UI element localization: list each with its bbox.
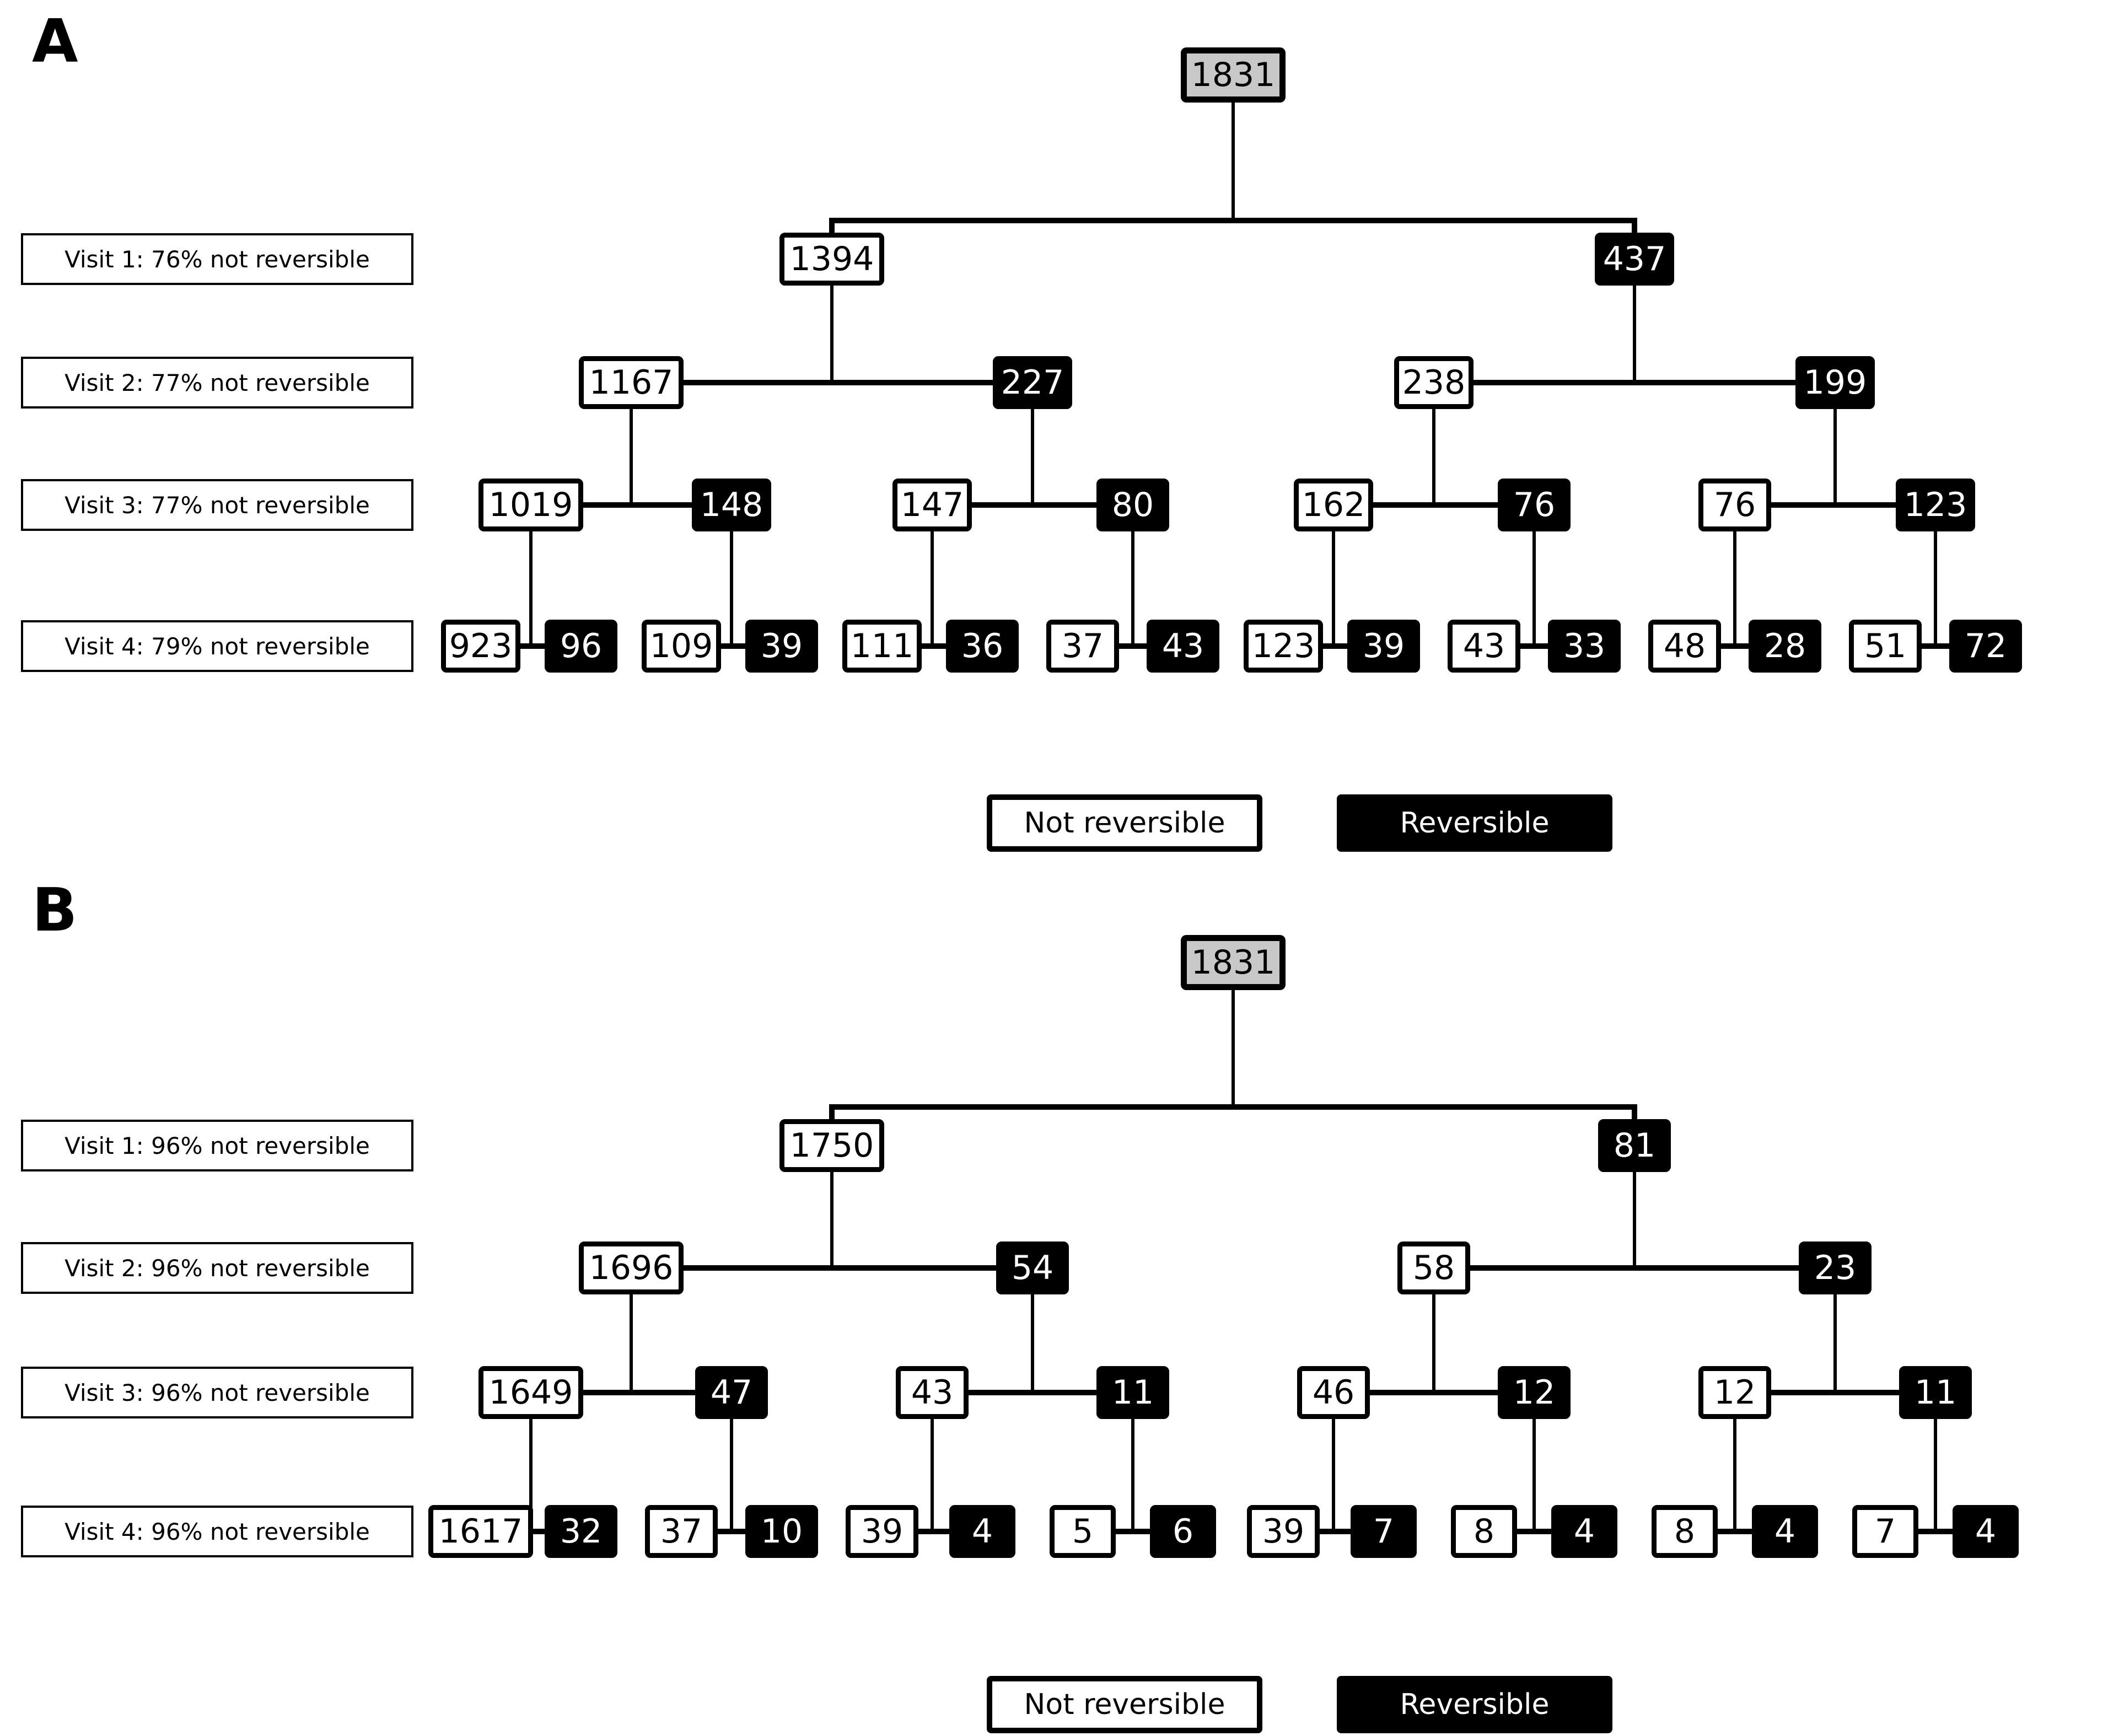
panel-a-visit4-node-7: 43 [1147,620,1219,673]
panel-b-visit3-node-1: 47 [695,1366,768,1419]
panel-b-visit4-node-15: 4 [1953,1505,2019,1558]
panel-a-visit4-node-8: 123 [1244,620,1323,673]
panel-a-visit4-node-15: 72 [1949,620,2022,673]
panel-a-visit4-node-10: 43 [1448,620,1520,673]
panel-a-visit4-node-4: 111 [842,620,922,673]
panel-b-visit4-node-8: 39 [1247,1505,1320,1558]
panel-a-visit-4-label: Visit 4: 79% not reversible [21,620,413,672]
panel-a-visit2-node-2: 238 [1394,356,1474,409]
panel-b-visit4-node-5: 4 [949,1505,1015,1558]
panel-a-visit3-node-2: 147 [892,479,972,531]
panel-b-visit4-node-13: 4 [1752,1505,1818,1558]
panel-b-visit1-node-0: 1750 [779,1119,884,1172]
panel-a-visit4-node-6: 37 [1046,620,1119,673]
panel-a-visit4-node-12: 48 [1648,620,1721,673]
panel-b-visit4-node-9: 7 [1351,1505,1417,1558]
panel-b-visit4-node-6: 5 [1050,1505,1116,1558]
panel-a-visit3-node-3: 80 [1096,479,1169,531]
panel-a-visit3-node-5: 76 [1498,479,1571,531]
legend-not-reversible-panel-a: Not reversible [987,794,1262,852]
panel-b-visit3-node-7: 11 [1899,1366,1972,1419]
panel-b-visit4-node-3: 10 [745,1505,818,1558]
panel-b-visit-2-label: Visit 2: 96% not reversible [21,1242,413,1294]
panel-b-visit4-node-1: 32 [545,1505,617,1558]
panel-b-visit4-node-0: 1617 [428,1505,533,1558]
panel-b-visit3-node-2: 43 [896,1366,969,1419]
panel-a-visit1-node-1: 437 [1595,233,1674,286]
panel-a-visit3-node-4: 162 [1294,479,1373,531]
panel-a-root-node: 1831 [1181,47,1286,103]
panel-a-visit2-node-0: 1167 [579,356,684,409]
panel-b-visit-1-label: Visit 1: 96% not reversible [21,1120,413,1171]
panel-a-visit4-node-0: 923 [441,620,520,673]
panel-b-visit4-node-12: 8 [1652,1505,1718,1558]
panel-b-visit3-node-4: 46 [1297,1366,1370,1419]
panel-b-visit4-node-2: 37 [645,1505,718,1558]
panel-a-visit4-node-1: 96 [545,620,617,673]
panel-b-visit-4-label: Visit 4: 96% not reversible [21,1506,413,1557]
panel-b-visit3-node-3: 11 [1096,1366,1169,1419]
legend-reversible-panel-b: Reversible [1337,1676,1612,1733]
legend-not-reversible-panel-b: Not reversible [987,1676,1262,1733]
panel-b-visit4-node-11: 4 [1551,1505,1617,1558]
panel-a-visit4-node-9: 39 [1347,620,1420,673]
panel-b-root-node: 1831 [1181,935,1286,990]
panel-b-visit3-node-0: 1649 [478,1366,583,1419]
panel-a-visit2-node-3: 199 [1795,356,1875,409]
panel-b-visit2-node-3: 23 [1799,1241,1872,1294]
panel-b-visit4-node-7: 6 [1150,1505,1216,1558]
panel-b-visit2-node-2: 58 [1397,1241,1470,1294]
panel-a-visit3-node-1: 148 [692,479,771,531]
panel-b-visit3-node-6: 12 [1698,1366,1771,1419]
panel-b-visit4-node-4: 39 [846,1505,918,1558]
panel-a-visit2-node-1: 227 [993,356,1072,409]
panel-a-visit3-node-0: 1019 [478,479,583,531]
panel-a-letter: A [32,7,78,76]
legend-reversible-panel-a: Reversible [1337,794,1612,852]
panel-a-visit4-node-5: 36 [946,620,1019,673]
panel-a-visit-2-label: Visit 2: 77% not reversible [21,357,413,409]
panel-a-visit4-node-2: 109 [642,620,721,673]
panel-a-visit-3-label: Visit 3: 77% not reversible [21,479,413,531]
panel-b-visit4-node-10: 8 [1451,1505,1517,1558]
panel-a-visit3-node-7: 123 [1896,479,1975,531]
panel-a-visit4-node-11: 33 [1548,620,1621,673]
panel-b-visit2-node-0: 1696 [579,1241,684,1294]
panel-b-visit2-node-1: 54 [996,1241,1069,1294]
panel-b-visit3-node-5: 12 [1498,1366,1571,1419]
panel-b-visit-3-label: Visit 3: 96% not reversible [21,1367,413,1418]
panel-a-visit4-node-3: 39 [745,620,818,673]
panel-b-visit1-node-1: 81 [1598,1119,1671,1172]
panel-a-visit4-node-14: 51 [1849,620,1922,673]
panel-b-visit4-node-14: 7 [1852,1505,1918,1558]
panel-a-visit1-node-0: 1394 [779,233,884,286]
panel-a-visit4-node-13: 28 [1749,620,1821,673]
panel-a-visit3-node-6: 76 [1698,479,1771,531]
panel-b-letter: B [32,876,78,945]
panel-a-visit-1-label: Visit 1: 76% not reversible [21,233,413,285]
